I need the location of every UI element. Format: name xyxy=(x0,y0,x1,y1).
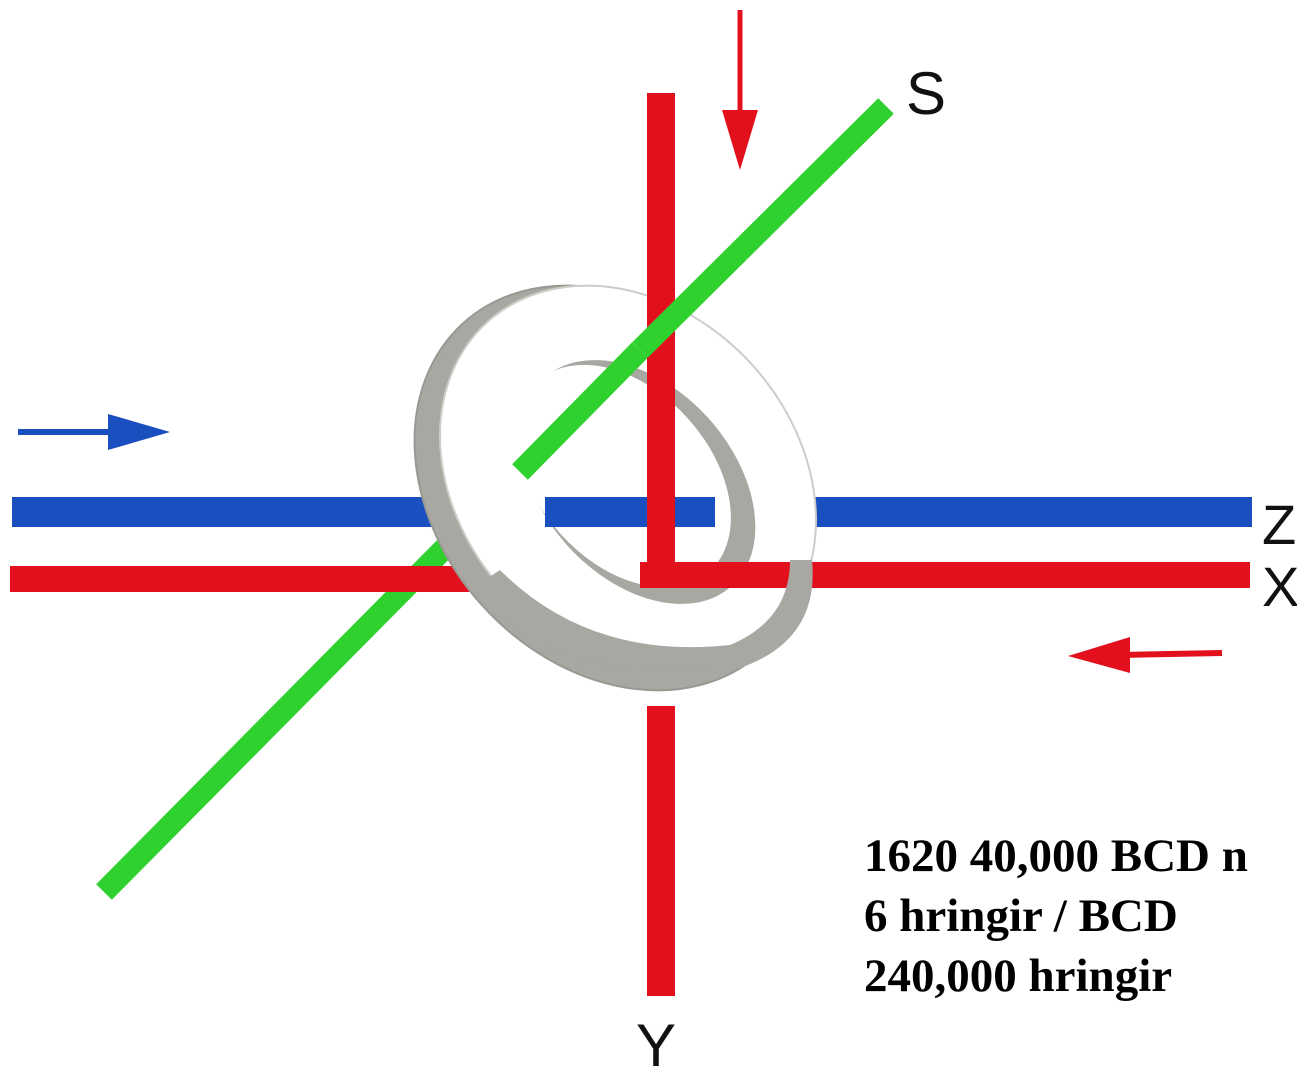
caption-line-3: 240,000 hringir xyxy=(864,950,1173,1002)
label-s: S xyxy=(906,60,946,127)
sense-wire-front xyxy=(632,98,894,358)
y-wire-bottom xyxy=(647,706,675,996)
label-z: Z xyxy=(1262,493,1296,556)
label-y: Y xyxy=(636,1012,676,1074)
core-ring-front-edge xyxy=(470,560,813,672)
label-x: X xyxy=(1262,555,1297,618)
caption-line-1: 1620 40,000 BCD n xyxy=(864,830,1248,882)
caption-line-2: 6 hringir / BCD xyxy=(864,890,1178,942)
arrow-left-icon xyxy=(1068,637,1223,673)
arrow-right-icon xyxy=(18,414,170,450)
x-wire-right xyxy=(640,562,1250,588)
arrow-down-icon xyxy=(722,10,758,170)
sense-wire-through-core xyxy=(512,342,648,480)
z-wire-through-core xyxy=(545,497,715,527)
ferrite-core xyxy=(413,284,817,692)
core-memory-caption: 1620 40,000 BCD n 6 hringir / BCD 240,00… xyxy=(864,826,1248,1006)
x-wire-left xyxy=(10,566,490,592)
